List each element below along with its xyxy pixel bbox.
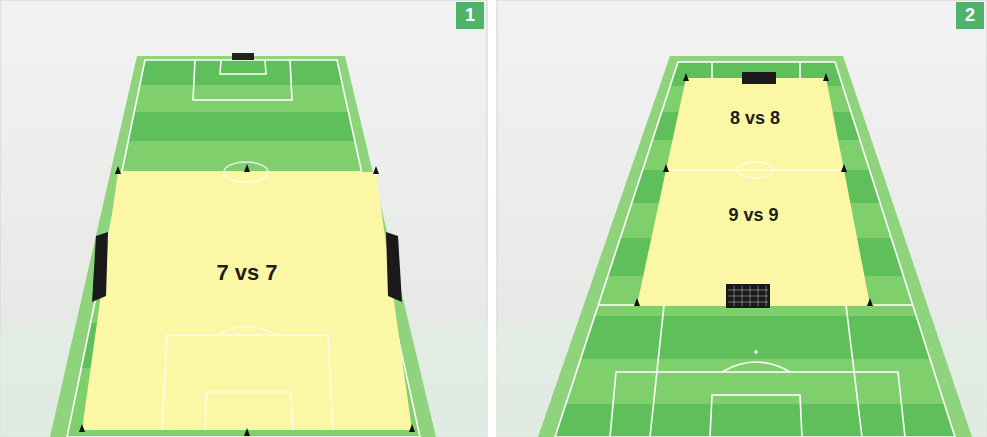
zone-shape bbox=[82, 172, 412, 430]
cone-marker bbox=[79, 73, 873, 436]
panel-number: 1 bbox=[456, 2, 484, 29]
panel-number: 1 bbox=[465, 5, 475, 26]
panel-number: 2 bbox=[965, 5, 975, 26]
panel-ground bbox=[0, 0, 487, 437]
penalty-spot bbox=[754, 350, 758, 354]
panel-ground bbox=[497, 0, 987, 437]
field-stripes bbox=[520, 62, 980, 437]
match-format: 7 vs 7 bbox=[216, 260, 277, 285]
zone-fill bbox=[666, 78, 844, 170]
play-zone: 7 vs 7 bbox=[82, 172, 412, 430]
field-lines bbox=[555, 62, 955, 437]
play-zone: 9 vs 9 bbox=[637, 170, 870, 305]
zone-fill bbox=[82, 172, 412, 430]
field-lines bbox=[67, 60, 420, 437]
field-stripes bbox=[40, 60, 440, 437]
match-format: 9 vs 9 bbox=[728, 205, 778, 226]
zone-fill bbox=[637, 170, 870, 305]
panel-number: 2 bbox=[956, 2, 984, 29]
play-zone: 8 vs 8 bbox=[666, 78, 844, 170]
zone-shape bbox=[637, 170, 870, 305]
match-format: 8 vs 8 bbox=[730, 108, 780, 129]
goal bbox=[232, 53, 254, 60]
